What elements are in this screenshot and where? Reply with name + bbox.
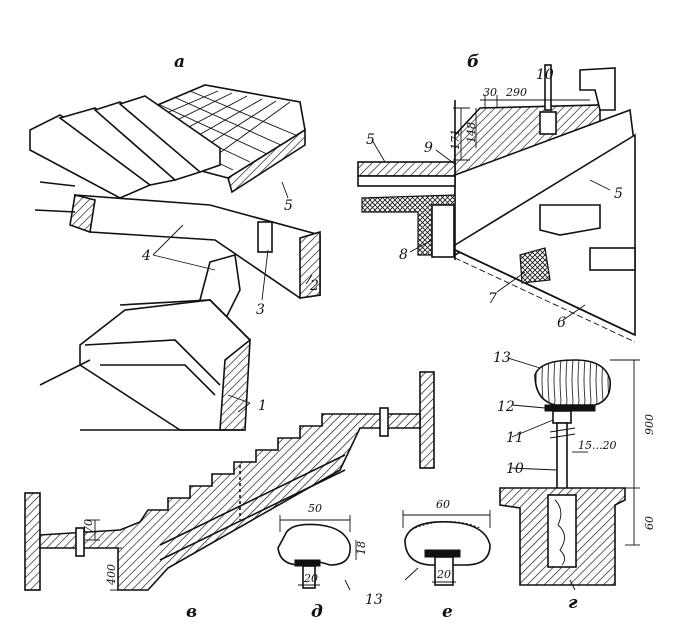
baluster-bar bbox=[302, 565, 316, 589]
view-label-d: д bbox=[311, 602, 323, 622]
part-label-10-baluster: 10 bbox=[506, 461, 524, 477]
landing-slab-underside bbox=[357, 175, 456, 187]
part-label-11: 11 bbox=[506, 430, 524, 446]
dim-30: 30 bbox=[483, 86, 497, 99]
view-g-baluster-anchor bbox=[499, 357, 640, 591]
steel-strip-12 bbox=[544, 404, 596, 412]
flight-step-line bbox=[100, 364, 216, 396]
step-slab bbox=[118, 95, 221, 173]
channel-8 bbox=[431, 204, 455, 258]
part-label-13-profile: 13 bbox=[365, 592, 383, 608]
handrail-strip bbox=[294, 559, 321, 567]
rebar bbox=[39, 181, 76, 187]
view-b-stair-section bbox=[357, 64, 636, 343]
rail-rod-10 bbox=[544, 64, 552, 111]
dim-290: 290 bbox=[505, 86, 527, 99]
part-label-7: 7 bbox=[488, 291, 497, 307]
baluster-bar bbox=[434, 556, 454, 586]
dim-20-d: 20 bbox=[303, 572, 318, 585]
dim-148: 148 bbox=[465, 122, 478, 143]
handrail-post-top bbox=[579, 67, 616, 111]
view-label-a: а bbox=[174, 52, 185, 72]
part-label-12: 12 bbox=[497, 399, 515, 415]
part-label-6: 6 bbox=[557, 315, 566, 331]
mesh-7 bbox=[519, 247, 551, 284]
view-label-b: б bbox=[467, 52, 479, 72]
landing-slab-5 bbox=[357, 161, 456, 177]
part-label-8: 8 bbox=[399, 247, 408, 263]
part-label-5-landing: 5 bbox=[366, 132, 375, 148]
part-label-4: 4 bbox=[141, 248, 151, 264]
part-label-2: 2 bbox=[309, 278, 319, 294]
beam-wall-section bbox=[69, 194, 96, 234]
flight-step-line bbox=[119, 299, 251, 341]
wall-left bbox=[24, 492, 41, 591]
dim-15-20: 15...20 bbox=[578, 439, 616, 452]
ground-line bbox=[39, 359, 91, 386]
view-label-v: в bbox=[186, 602, 197, 622]
part-label-13: 13 bbox=[493, 350, 511, 366]
wall-right bbox=[419, 371, 435, 469]
view-label-e: е bbox=[442, 602, 453, 622]
part-label-5-stringer: 5 bbox=[614, 186, 623, 202]
wooden-handrail-13 bbox=[534, 359, 612, 406]
support-block bbox=[589, 247, 636, 271]
part-label-1: 1 bbox=[258, 398, 267, 414]
rebar bbox=[34, 209, 76, 213]
beam-end-section bbox=[299, 230, 321, 299]
dim-400: 400 bbox=[105, 564, 118, 586]
dim-18: 18 bbox=[355, 541, 368, 555]
view-a-precast-stair-assembly bbox=[29, 84, 321, 431]
anchor-socket bbox=[547, 494, 577, 568]
flight-section bbox=[39, 413, 421, 591]
part-label-3: 3 bbox=[256, 302, 265, 318]
part-label-10: 10 bbox=[536, 67, 554, 83]
dim-171: 171 bbox=[449, 129, 462, 150]
flight-step-line bbox=[84, 339, 221, 386]
handrail-strip bbox=[424, 549, 461, 558]
view-v-stair-flight bbox=[24, 371, 435, 591]
view-e-handrail-60 bbox=[402, 510, 491, 586]
beam-notch bbox=[257, 221, 273, 253]
handrail-profile bbox=[277, 523, 351, 566]
landing-slab-edge bbox=[227, 128, 306, 194]
part-label-5: 5 bbox=[284, 198, 293, 214]
rod-socket bbox=[539, 111, 557, 135]
floor-beam-section bbox=[539, 204, 601, 236]
dim-60-g: 60 bbox=[643, 516, 656, 530]
view-d-handrail-50 bbox=[277, 515, 357, 591]
dim-900: 900 bbox=[643, 414, 656, 435]
view-label-g: г bbox=[568, 593, 578, 613]
bracket-11 bbox=[552, 410, 572, 424]
dim-60-e: 60 bbox=[436, 498, 450, 511]
dim-70: 70 bbox=[82, 519, 95, 533]
dim-20-e: 20 bbox=[436, 568, 451, 581]
part-label-9: 9 bbox=[424, 140, 433, 156]
dim-50: 50 bbox=[308, 502, 322, 515]
